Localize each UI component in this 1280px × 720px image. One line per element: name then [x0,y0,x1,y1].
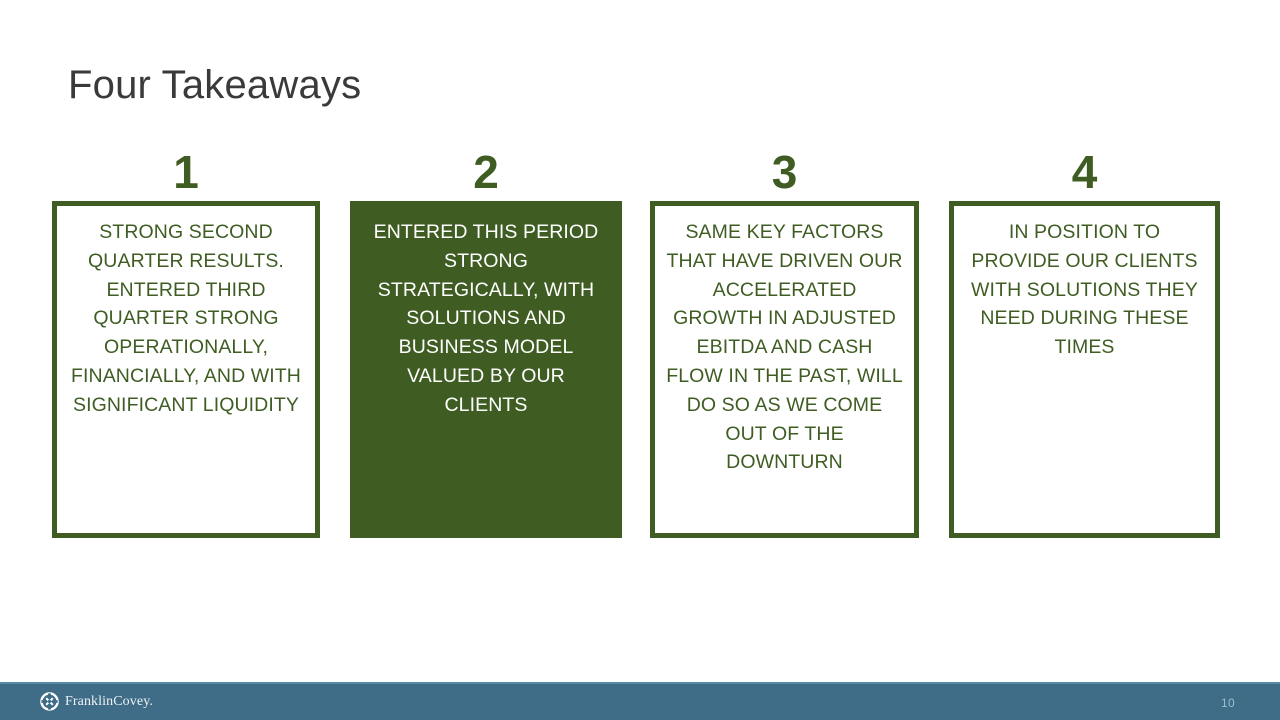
takeaway-text-2: ENTERED THIS PERIOD STRONG STRATEGICALLY… [373,221,599,416]
takeaway-number-3: 3 [771,146,798,198]
takeaway-text-4: IN POSITION TO PROVIDE OUR CLIENTS WITH … [971,221,1198,359]
takeaway-box-1[interactable]: STRONG SECOND QUARTER RESULTS. ENTERED T… [52,201,320,538]
takeaway-number-4: 4 [1071,146,1098,198]
takeaway-number-2: 2 [473,146,499,198]
franklincovey-compass-icon [40,692,59,711]
slide-footer-bar: FranklinCovey. 10 [0,682,1280,720]
page-title: Four Takeaways [68,63,362,107]
takeaway-box-2[interactable]: ENTERED THIS PERIOD STRONG STRATEGICALLY… [350,201,622,538]
takeaway-text-1: STRONG SECOND QUARTER RESULTS. ENTERED T… [70,221,301,416]
franklincovey-logo: FranklinCovey. [40,692,153,711]
takeaway-number-1: 1 [173,146,199,198]
franklincovey-wordmark: FranklinCovey. [65,693,153,709]
takeaway-text-3: SAME KEY FACTORS THAT HAVE DRIVEN OUR AC… [666,221,903,474]
page-number: 10 [1221,696,1235,710]
takeaway-box-4[interactable]: IN POSITION TO PROVIDE OUR CLIENTS WITH … [949,201,1220,538]
takeaway-box-3[interactable]: SAME KEY FACTORS THAT HAVE DRIVEN OUR AC… [650,201,919,538]
